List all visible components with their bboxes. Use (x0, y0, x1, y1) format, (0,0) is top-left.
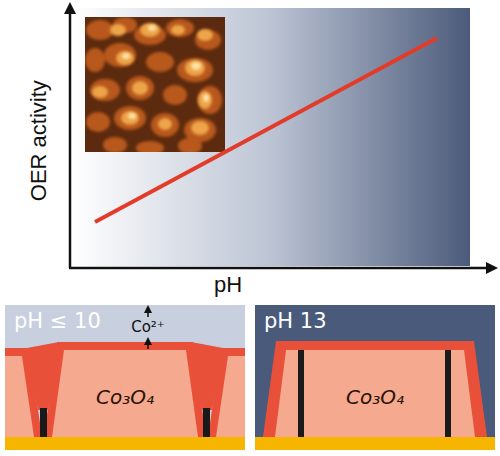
stm-image (126, 76, 154, 100)
stm-image (163, 85, 187, 105)
stm-image (136, 141, 164, 152)
dissolution-arrow (147, 341, 149, 349)
grain-boundary (203, 408, 210, 437)
axes (69, 12, 72, 268)
stm-image (92, 23, 213, 135)
stm-image (146, 52, 174, 72)
stm-image (103, 137, 127, 152)
stm-image (151, 113, 179, 137)
stm-image (110, 24, 126, 36)
grain-body (52, 350, 198, 437)
condition-panel: pH 13 Co₃O₄ (255, 305, 495, 450)
stm-image (85, 17, 225, 152)
stm-image (86, 112, 110, 132)
stm-image (85, 48, 105, 72)
stm-image (195, 30, 221, 50)
oxide-shell (44, 342, 206, 437)
material-label: Co₃O₄ (96, 386, 154, 409)
grain-boundary (298, 350, 304, 437)
oxide-shell (263, 341, 487, 437)
oxide-grain (5, 356, 34, 437)
stm-image (191, 121, 209, 135)
substrate (5, 437, 245, 450)
dissolution-arrow (147, 309, 149, 317)
condition-label: pH 13 (264, 309, 327, 333)
trend-line (95, 38, 437, 222)
axes (64, 2, 498, 274)
panel-ground (5, 305, 245, 450)
grain-boundary (445, 350, 451, 437)
stm-image (148, 25, 156, 31)
grain-body (275, 350, 475, 437)
oxide-grain: Co₃O₄ (275, 350, 475, 437)
stm-image (166, 19, 194, 37)
axis-title: OER activity (25, 80, 50, 201)
stm-image (121, 111, 139, 125)
stm-image (197, 29, 213, 41)
condition-label: pH ≤ 10 (14, 309, 101, 333)
stm-image (140, 23, 160, 37)
stm-image (104, 43, 136, 67)
stm-image (86, 20, 114, 40)
axes (486, 262, 498, 274)
condition-panel: pH ≤ 10 Co²⁺ Co₃O₄ (5, 305, 245, 450)
grain-boundary (40, 408, 47, 437)
stm-image (191, 62, 201, 70)
stm-image (198, 91, 212, 109)
panel-ground (255, 305, 495, 450)
stm-image (198, 86, 222, 114)
stm-image (185, 60, 205, 76)
oxide-shell (191, 342, 223, 410)
oxide-shell (27, 342, 59, 410)
stm-image (122, 53, 130, 59)
stm-image (158, 118, 172, 130)
oxide-grain (216, 356, 245, 437)
stm-image (122, 25, 209, 119)
material-label: Co₃O₄ (346, 386, 404, 409)
axes (64, 2, 76, 14)
stm-image (128, 113, 136, 119)
stm-image (132, 81, 148, 95)
axes (69, 267, 488, 270)
ion-label: Co²⁺ (131, 319, 165, 336)
plot-gradient (72, 8, 470, 266)
stm-image (177, 58, 213, 82)
stm-image (171, 25, 185, 35)
stm-image (178, 138, 202, 152)
stm-image (203, 94, 209, 102)
stm-image (114, 106, 146, 130)
substrate (255, 437, 495, 450)
stm-image (90, 79, 120, 101)
stm-image (92, 86, 108, 98)
stm-image (116, 51, 134, 65)
oxide-shell (5, 342, 245, 437)
stm-image (85, 17, 222, 152)
oxide-grain: Co₃O₄ (52, 350, 198, 437)
axis-title: pH (214, 272, 242, 297)
stm-image (85, 17, 225, 152)
